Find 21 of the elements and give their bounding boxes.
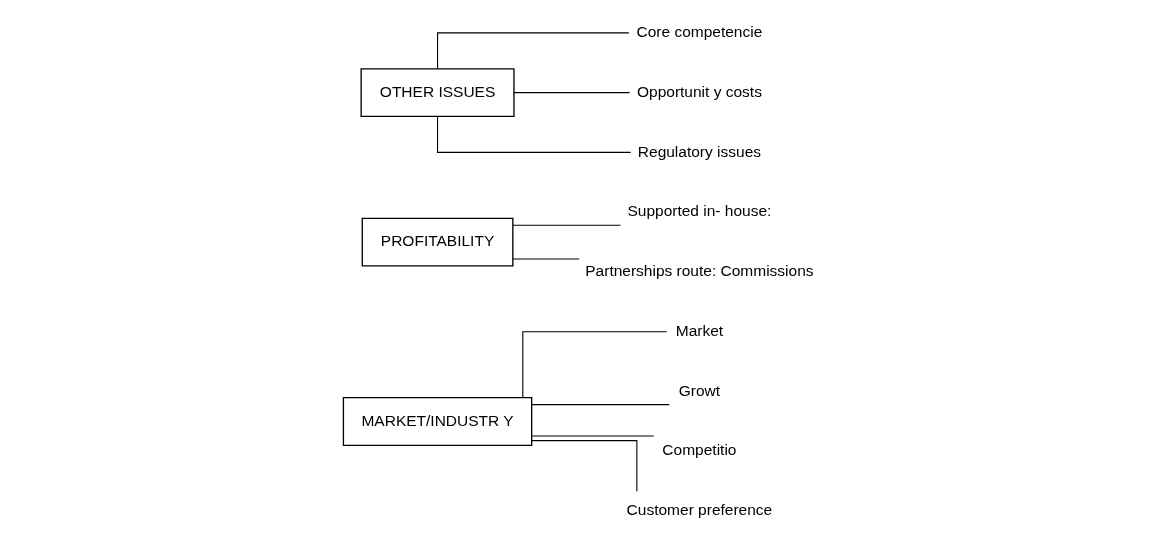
connector <box>521 331 667 398</box>
node-box: PROFITABILITY <box>361 217 513 267</box>
node-box: OTHER ISSUES <box>360 68 515 118</box>
connector <box>436 116 631 153</box>
node-text: Market <box>675 321 723 339</box>
node-text: Competitio <box>661 441 736 459</box>
connector <box>436 32 629 70</box>
node-text: Supported in- house: <box>626 202 771 220</box>
node-text: Regulatory issues <box>637 142 761 160</box>
connector <box>511 224 621 226</box>
node-text: Growt <box>678 381 720 399</box>
node-text: Core competencie <box>636 22 762 40</box>
connector <box>512 92 630 94</box>
connector <box>530 440 637 492</box>
node-box: MARKET/INDUSTR Y <box>342 397 532 446</box>
connector <box>511 258 580 260</box>
node-text: Partnerships route: Commissions <box>584 262 814 280</box>
node-text: Opportunit y costs <box>636 82 762 100</box>
connector <box>530 435 654 437</box>
node-text: Customer preference <box>626 501 772 519</box>
connector <box>530 404 670 406</box>
